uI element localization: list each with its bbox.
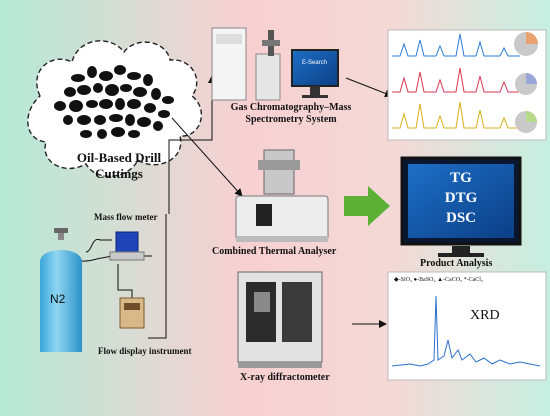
cuttings-label-line-1: Oil-Based Drill: [76, 150, 162, 165]
xray-diffractometer-icon: [237, 271, 323, 368]
gas-label: N2: [50, 292, 66, 306]
monitor-line-dsc: DSC: [445, 210, 476, 226]
flow-arrows: [69, 75, 393, 339]
gcms-instrument-icon: [211, 27, 339, 101]
chromatogram-chart-icon: [387, 29, 547, 141]
flow-display-icon: [119, 297, 145, 329]
mass-flow-label: Mass flow meter: [94, 212, 158, 222]
cuttings-label-line-2: Cuttings: [95, 166, 143, 181]
product-label: Product Analysis: [420, 258, 493, 269]
gcms-label-line-1: Gas Chromatography–Mass: [230, 102, 352, 113]
drill-cuttings-cloud-icon: [27, 40, 203, 178]
gcms-label-line-2: Spectrometry System: [245, 114, 337, 125]
thermal-label: Combined Thermal Analyser: [212, 246, 337, 257]
xrd-legend: ◆-SiO₂ ●-BaSO₄ ▲-CaCO₃ *-CaCl₂: [394, 277, 484, 283]
xrd-title: XRD: [470, 308, 500, 323]
gcms-label: Gas Chromatography–Mass Spectrometry Sys…: [206, 102, 376, 126]
gas-cylinder-icon: [40, 228, 82, 352]
screen-brand: E-Search: [302, 60, 328, 66]
monitor-line-tg: TG: [450, 170, 472, 186]
monitor-line-dtg: DTG: [444, 190, 478, 206]
cuttings-label: Oil-Based Drill Cuttings: [54, 150, 184, 182]
monitor-icon: [400, 156, 522, 257]
xrd-chart-icon: [387, 271, 547, 381]
xray-label: X-ray diffractometer: [240, 372, 330, 383]
mass-flow-meter-icon: [109, 231, 145, 261]
green-arrow-icon: [344, 186, 390, 226]
flow-display-label: Flow display instrument: [98, 346, 192, 356]
thermal-analyser-icon: [235, 149, 329, 242]
monitor-text: TG DTG DSC: [408, 168, 514, 228]
